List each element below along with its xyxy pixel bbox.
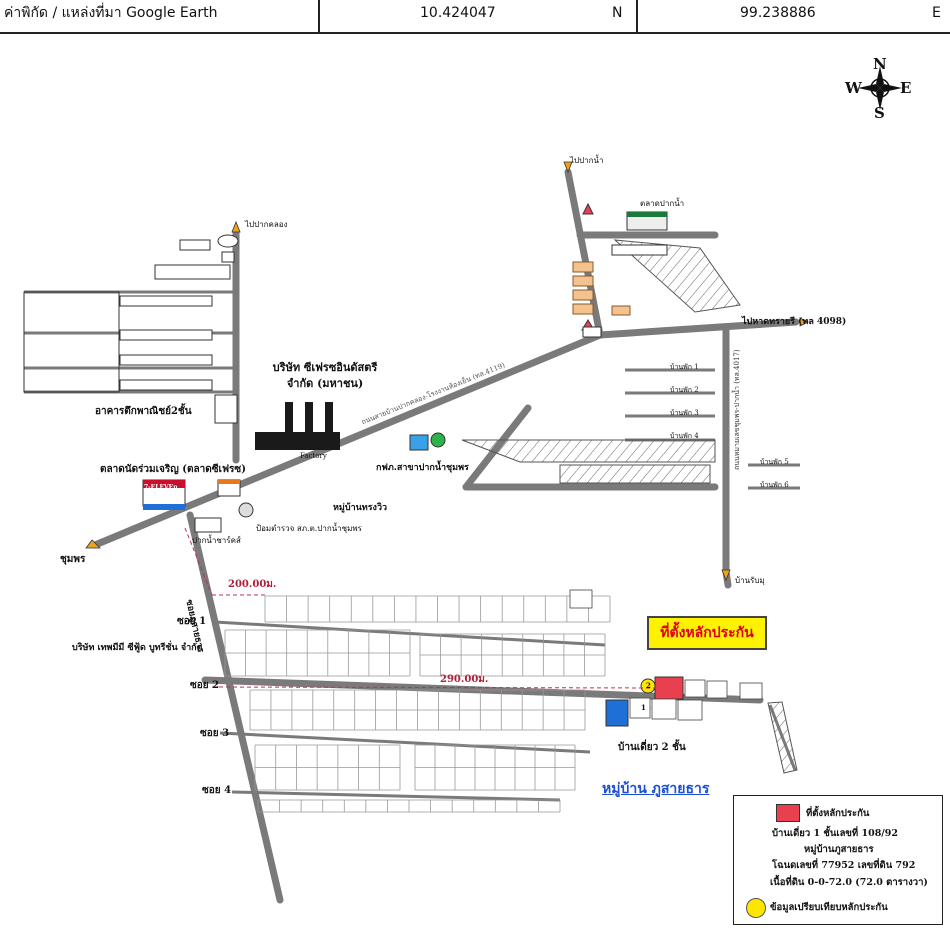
label-school: ปากน้ำชาร์คส์ <box>192 536 241 545</box>
legend-line-2: หมู่บ้านภูสายธาร <box>804 844 874 855</box>
collateral-area <box>569 589 763 727</box>
destination-arrows <box>85 161 809 582</box>
right-label-1: บ้านพัก 5 <box>760 458 789 466</box>
legend-collateral-swatch <box>776 804 800 822</box>
map-legend: ที่ตั้งหลักประกัน บ้านเดี่ยว 1 ชั้นเลขที… <box>733 795 943 925</box>
compass-s: S <box>874 104 885 122</box>
school-building <box>611 211 668 256</box>
header-divider <box>636 0 638 32</box>
compass-e: E <box>900 79 912 97</box>
compass-n: N <box>873 55 887 73</box>
label-village-mid: หมู่บ้านทรงวิว <box>333 503 388 513</box>
compass-w: W <box>845 79 862 97</box>
ne-buildings <box>572 261 631 316</box>
row-label-2: บ้านพัก 2 <box>670 386 699 394</box>
legend-item-2: ข้อมูลเปรียบเทียบหลักประกัน <box>770 902 888 913</box>
compare-marker-2 <box>640 678 656 694</box>
compass-rose <box>858 66 902 110</box>
row-label-3: บ้านพัก 3 <box>670 409 699 417</box>
label-soi-4: ซอย 4 <box>202 785 232 796</box>
label-company-b: บริษัท เทพมีมี ซีฟู้ด บูทรีชั่น จำกัด <box>72 643 203 653</box>
legend-compare-dot <box>746 898 766 918</box>
marker-2-label: 2 <box>646 681 651 690</box>
factory-icon <box>255 402 340 450</box>
label-village-name: หมู่บ้าน ภูสายธาร <box>602 781 710 797</box>
label-market: ตลาดนัดร่วมเจริญ (ตลาดซีเฟรซ) <box>100 464 246 475</box>
collateral-plot <box>654 676 684 700</box>
distance-lines <box>184 527 661 689</box>
latitude-value: 10.424047 <box>420 5 496 21</box>
legend-line-3: โฉนดเลขที่ 77952 เลขที่ดิน 792 <box>772 860 916 871</box>
label-to-banchuan: บ้านรับมุ <box>735 576 765 585</box>
coordinate-header: ค่าพิกัด / แหล่งที่มา Google Earth 10.42… <box>0 0 950 34</box>
label-top-pakkhlong: ไปปากน้ำ <box>570 156 604 165</box>
label-distance-1: 200.00ม. <box>228 579 277 590</box>
label-distance-2: 290.00ม. <box>440 674 489 685</box>
latitude-direction: N <box>612 5 623 21</box>
parcel-grid <box>224 595 611 813</box>
longitude-direction: E <box>932 5 941 21</box>
label-police: ป้อมตำรวจ สภ.ต.ปากน้ำชุมพร <box>256 524 362 533</box>
label-to-tasae-road: ไปหาดทรายรี (ทล 4098) <box>742 317 847 327</box>
collateral-tag: ที่ตั้งหลักประกัน <box>647 616 767 650</box>
label-building-2fl: อาคารตึกพาณิชย์2ชั้น <box>95 406 192 417</box>
label-factory: บริษัท ซีเฟรซอินดัสตรี จำกัด (มหาชน) <box>272 361 378 390</box>
marker-1-label: 1 <box>641 703 646 712</box>
label-to-chumphon: ชุมพร <box>60 554 86 565</box>
road-north <box>564 168 604 339</box>
label-soi-1: ซอย 1 <box>177 616 207 627</box>
label-house-2fl: บ้านเดี่ยว 2 ชั้น <box>618 742 686 753</box>
hatched-zones <box>461 239 798 774</box>
legend-line-4: เนื้อที่ดิน 0-0-72.0 (72.0 ตารางวา) <box>770 877 928 888</box>
coordinate-label: ค่าพิกัด / แหล่งที่มา Google Earth <box>4 5 218 21</box>
label-to-pakkhlong: ไปปากคลอง <box>245 220 288 229</box>
label-pta: กฟภ.สาขาปากน้ำชุมพร <box>376 463 469 473</box>
compare-house-plot <box>605 699 629 727</box>
market-store <box>142 202 602 533</box>
label-soi-3: ซอย 3 <box>200 728 230 739</box>
legend-line-1: บ้านเดี่ยว 1 ชั้นเลขที่ 108/92 <box>772 828 898 839</box>
label-soi-2: ซอย 2 <box>190 680 220 691</box>
road-east <box>596 318 800 339</box>
label-7eleven: 7-ELEVEn <box>144 484 178 491</box>
west-buildings <box>23 234 239 424</box>
label-ra-market: ตลาดปากน้ำ <box>640 199 685 208</box>
label-road-side: ถนนหมายเลขชุมพร-ปากน้ำ (ทล.4017) <box>733 349 741 470</box>
legend-item-1: ที่ตั้งหลักประกัน <box>806 808 870 819</box>
row-label-1: บ้านพัก 1 <box>670 363 699 371</box>
label-factory-small: Factory <box>300 452 327 460</box>
longitude-value: 99.238886 <box>740 5 816 21</box>
right-label-2: บ้านพัก 6 <box>760 481 789 489</box>
row-label-4: บ้านพัก 4 <box>670 432 699 440</box>
header-divider <box>318 0 320 32</box>
soi-main-road <box>186 511 284 904</box>
